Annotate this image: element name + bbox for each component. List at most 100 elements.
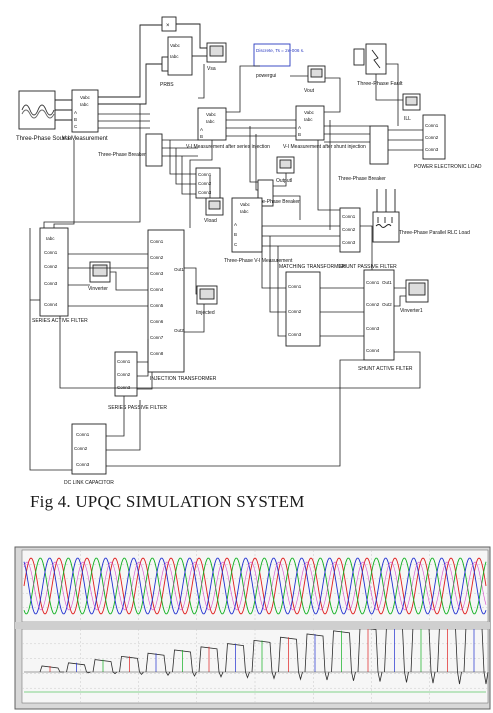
svg-text:Iinjected: Iinjected	[196, 310, 215, 316]
rlc-load-block[interactable]: Three-Phase Parallel RLC Load	[373, 212, 470, 242]
svg-text:Conn1: Conn1	[288, 284, 302, 289]
svg-text:Vabc: Vabc	[240, 202, 251, 207]
svg-text:Iabc: Iabc	[46, 236, 55, 241]
svg-text:Conn1: Conn1	[425, 123, 439, 128]
simulink-diagram: Three-Phase Source Vabc Iabc A B C V-I M…	[16, 17, 482, 486]
scope-vout[interactable]: Vout	[304, 66, 325, 94]
svg-text:A: A	[200, 127, 203, 132]
vi-measurement-1-label: V-I Measurement	[62, 136, 108, 142]
svg-text:Conn4: Conn4	[44, 302, 58, 307]
svg-text:Three-Phase Parallel RLC Load: Three-Phase Parallel RLC Load	[399, 230, 470, 236]
port-a: A	[74, 110, 77, 115]
svg-text:V-I Measurement after series i: V-I Measurement after series injection	[186, 144, 270, 150]
svg-text:DC LINK CAPACITOR: DC LINK CAPACITOR	[64, 480, 114, 486]
svg-text:Iabc: Iabc	[206, 119, 215, 124]
svg-text:Conn1: Conn1	[76, 432, 90, 437]
svg-text:Conn3: Conn3	[76, 462, 90, 467]
svg-text:B: B	[200, 134, 203, 139]
svg-text:A: A	[234, 222, 237, 227]
svg-text:B: B	[298, 132, 301, 137]
svg-text:Conn2: Conn2	[44, 264, 58, 269]
svg-text:Vout: Vout	[304, 88, 315, 94]
svg-text:Conn1: Conn1	[342, 214, 356, 219]
scope-iinjected[interactable]: Iinjected	[196, 286, 217, 316]
svg-text:Conn1: Conn1	[117, 359, 131, 364]
svg-text:Conn3: Conn3	[44, 281, 58, 286]
svg-text:Vabc: Vabc	[170, 43, 181, 48]
scope-vinverter1[interactable]: Vinverter1	[400, 280, 428, 314]
waveform-plot-panel	[15, 547, 490, 709]
svg-text:powergui: powergui	[256, 73, 276, 79]
svg-text:Conn3: Conn3	[117, 385, 131, 390]
svg-text:Conn5: Conn5	[150, 303, 164, 308]
svg-text:Conn2: Conn2	[366, 302, 380, 307]
svg-text:POWER ELECTRONIC LOAD: POWER ELECTRONIC LOAD	[414, 164, 482, 170]
svg-text:Outputl: Outputl	[276, 178, 292, 184]
svg-text:Conn4: Conn4	[150, 287, 164, 292]
svg-text:Conn1: Conn1	[150, 239, 164, 244]
svg-text:Conn1: Conn1	[44, 250, 58, 255]
shunt-active-filter-block[interactable]: Conn1 Conn2 Conn3 Conn4 Out1 Out2 SHUNT …	[358, 270, 413, 372]
svg-text:Vinverter1: Vinverter1	[400, 308, 423, 314]
scope-vload[interactable]: Vload	[204, 198, 223, 224]
scope-vsa[interactable]: Vsa	[207, 43, 226, 72]
injection-transformer-block[interactable]: Conn1 Conn2 Conn3 Conn4 Conn5 Conn6 Conn…	[148, 230, 217, 382]
svg-text:Conn3: Conn3	[366, 326, 380, 331]
svg-text:×: ×	[166, 23, 170, 29]
powergui-block[interactable]: Discrete, Ts = 2e-006 s. powergui	[254, 44, 304, 79]
svg-text:Conn3: Conn3	[288, 332, 302, 337]
scope-outputl[interactable]: Outputl	[276, 157, 294, 184]
svg-text:Conn3: Conn3	[425, 147, 439, 152]
svg-text:Three-Phase Breaker: Three-Phase Breaker	[338, 176, 386, 182]
svg-text:B: B	[234, 232, 237, 237]
svg-text:Out1: Out1	[174, 267, 184, 272]
figure-caption: Fig 4. UPQC SIMULATION SYSTEM	[30, 492, 470, 518]
svg-text:MATCHING TRANSFORMER: MATCHING TRANSFORMER	[279, 264, 346, 270]
matching-transformer-block[interactable]: Conn1 Conn2 Conn3 MATCHING TRANSFORMER	[279, 264, 346, 346]
vi-measurement-series-block[interactable]: Vabc Iabc A B V-I Measurement after seri…	[186, 108, 270, 150]
svg-text:Conn3: Conn3	[342, 240, 356, 245]
svg-text:V-I Measurement after shunt in: V-I Measurement after shunt injection	[283, 144, 366, 150]
vi-measurement-1-block[interactable]: Vabc Iabc A B C	[72, 90, 98, 132]
svg-text:Discrete, Ts = 2e-006 s.: Discrete, Ts = 2e-006 s.	[256, 48, 304, 53]
svg-text:Conn6: Conn6	[150, 319, 164, 324]
dc-link-capacitor-block[interactable]: Conn1 Conn2 Conn3 DC LINK CAPACITOR	[64, 424, 114, 486]
svg-text:Conn2: Conn2	[150, 255, 164, 260]
svg-text:Conn3: Conn3	[150, 271, 164, 276]
three-phase-source-block[interactable]	[19, 91, 72, 129]
scope-fault-top[interactable]	[354, 49, 364, 65]
svg-text:Out2: Out2	[174, 328, 184, 333]
svg-text:Conn2: Conn2	[425, 135, 439, 140]
svg-text:Out2: Out2	[382, 302, 392, 307]
svg-text:Conn2: Conn2	[288, 309, 302, 314]
scope-ill[interactable]: ILL	[403, 94, 420, 122]
scope-vinverter[interactable]: Vinverter	[88, 262, 110, 292]
power-electronic-load-block[interactable]: Conn1 Conn2 Conn3 POWER ELECTRONIC LOAD	[414, 115, 482, 170]
svg-text:INJECTION TRANSFORMER: INJECTION TRANSFORMER	[150, 376, 217, 382]
gain-block-1[interactable]: ×	[162, 17, 176, 31]
svg-text:Three-Phase Breaker: Three-Phase Breaker	[98, 152, 146, 158]
svg-text:Conn7: Conn7	[150, 335, 164, 340]
port-iabc: Iabc	[80, 102, 89, 107]
svg-text:Out1: Out1	[382, 280, 392, 285]
svg-text:Vload: Vload	[204, 218, 217, 224]
svg-text:Conn2: Conn2	[74, 446, 88, 451]
svg-text:Vinverter: Vinverter	[88, 286, 108, 292]
series-output-block[interactable]: Conn1 Conn2 Conn3	[196, 168, 220, 198]
svg-text:Conn8: Conn8	[150, 351, 164, 356]
svg-text:Conn4: Conn4	[366, 348, 380, 353]
svg-text:Iabc: Iabc	[304, 117, 313, 122]
vi-measurement-3-block[interactable]: Vabc Iabc A B C Three-Phase V-I Measurem…	[224, 198, 293, 264]
svg-text:Conn2: Conn2	[117, 372, 131, 377]
svg-text:ILL: ILL	[404, 116, 411, 122]
svg-text:PRBS: PRBS	[160, 82, 174, 88]
svg-text:SHUNT ACTIVE FILTER: SHUNT ACTIVE FILTER	[358, 366, 413, 372]
svg-text:Iabc: Iabc	[170, 54, 179, 59]
svg-text:SHUNT PASSIVE FILTER: SHUNT PASSIVE FILTER	[339, 264, 397, 270]
svg-text:SERIES PASSIVE FILTER: SERIES PASSIVE FILTER	[108, 405, 167, 411]
svg-text:Conn1: Conn1	[366, 280, 380, 285]
svg-text:Vsa: Vsa	[207, 66, 216, 72]
series-active-filter-block[interactable]: Iabc Conn1 Conn2 Conn3 Conn4 SERIES ACTI…	[32, 228, 88, 324]
svg-text:Three-Phase Fault: Three-Phase Fault	[357, 81, 403, 87]
